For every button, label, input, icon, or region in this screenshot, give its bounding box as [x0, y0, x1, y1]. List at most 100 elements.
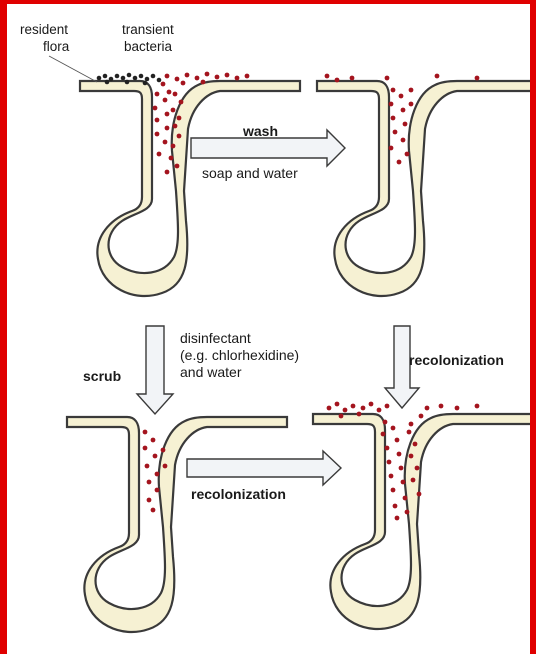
- resident-bacterium: [391, 488, 396, 493]
- resident-bacterium: [393, 504, 398, 509]
- resident-bacterium: [409, 102, 414, 107]
- resident-bacterium: [335, 402, 340, 407]
- resident-bacterium: [381, 432, 386, 437]
- skin-follicle: [80, 81, 300, 296]
- resident-bacterium: [403, 496, 408, 501]
- resident-bacterium: [389, 474, 394, 479]
- resident-bacterium: [175, 77, 180, 82]
- resident-bacterium: [165, 112, 170, 117]
- resident-bacterium: [350, 76, 355, 81]
- transient-bacterium: [115, 74, 120, 79]
- transient-bacterium: [127, 73, 132, 78]
- resident-bacterium: [475, 404, 480, 409]
- panel-recolonized: [313, 414, 533, 629]
- resident-bacterium: [175, 164, 180, 169]
- resident-bacterium: [143, 446, 148, 451]
- resident-bacterium: [425, 406, 430, 411]
- recolonization-right-arrow-icon: [187, 451, 341, 485]
- resident-bacterium: [385, 404, 390, 409]
- panel-after-scrub: [67, 417, 287, 632]
- resident-bacterium: [395, 438, 400, 443]
- resident-bacterium: [155, 132, 160, 137]
- resident-bacterium: [325, 74, 330, 79]
- resident-bacterium: [143, 430, 148, 435]
- transient-label-line1: transient: [122, 22, 174, 37]
- resident-bacterium: [235, 76, 240, 81]
- resident-pointer: [49, 56, 97, 82]
- resident-bacterium: [155, 118, 160, 123]
- resident-bacterium: [201, 80, 206, 85]
- resident-bacterium: [409, 454, 414, 459]
- resident-bacterium: [179, 100, 184, 105]
- scrub-down-arrow-icon: [137, 326, 173, 414]
- scrub-label: scrub: [83, 368, 121, 384]
- resident-bacterium: [145, 464, 150, 469]
- resident-bacterium: [391, 116, 396, 121]
- resident-bacterium: [177, 116, 182, 121]
- resident-bacterium: [177, 134, 182, 139]
- soap-and-water-label: soap and water: [202, 165, 298, 181]
- resident-bacterium: [407, 430, 412, 435]
- transient-label-line2: bacteria: [124, 39, 173, 54]
- skin-follicle: [313, 414, 533, 629]
- resident-bacterium: [385, 76, 390, 81]
- resident-bacterium: [399, 94, 404, 99]
- resident-bacterium: [151, 508, 156, 513]
- resident-bacterium: [181, 81, 186, 86]
- resident-bacterium: [377, 408, 382, 413]
- resident-bacterium: [409, 88, 414, 93]
- disinfectant-label-line3: and water: [180, 364, 242, 380]
- disinfectant-label-line2: (e.g. chlorhexidine): [180, 347, 299, 363]
- resident-bacterium: [419, 414, 424, 419]
- resident-bacterium: [401, 108, 406, 113]
- resident-bacterium: [369, 402, 374, 407]
- wash-label: wash: [242, 123, 278, 139]
- panel-original: [80, 81, 300, 296]
- transient-bacterium: [157, 78, 162, 83]
- resident-bacterium: [475, 76, 480, 81]
- resident-bacterium: [395, 516, 400, 521]
- resident-bacterium: [397, 452, 402, 457]
- resident-bacterium: [169, 156, 174, 161]
- resident-bacterium: [357, 412, 362, 417]
- resident-bacterium: [161, 448, 166, 453]
- resident-bacterium: [167, 90, 172, 95]
- resident-label-line1: resident: [20, 22, 68, 37]
- resident-bacterium: [155, 92, 160, 97]
- resident-bacterium: [147, 498, 152, 503]
- transient-bacterium: [143, 81, 148, 86]
- disinfectant-label-line1: disinfectant: [180, 330, 251, 346]
- resident-bacterium: [401, 480, 406, 485]
- resident-bacterium: [413, 442, 418, 447]
- transient-bacterium: [105, 80, 110, 85]
- resident-bacterium: [351, 404, 356, 409]
- resident-bacterium: [147, 480, 152, 485]
- resident-bacterium: [393, 130, 398, 135]
- resident-bacterium: [327, 406, 332, 411]
- resident-bacterium: [205, 72, 210, 77]
- resident-bacterium: [163, 140, 168, 145]
- resident-bacterium: [439, 404, 444, 409]
- resident-bacterium: [171, 108, 176, 113]
- panel-after-wash: [317, 81, 536, 296]
- resident-bacterium: [163, 98, 168, 103]
- resident-bacterium: [335, 78, 340, 83]
- resident-bacterium: [415, 466, 420, 471]
- resident-bacterium: [383, 420, 388, 425]
- transient-bacterium: [139, 74, 144, 79]
- transient-bacterium: [145, 77, 150, 82]
- resident-bacterium: [165, 74, 170, 79]
- resident-bacterium: [163, 464, 168, 469]
- resident-bacterium: [389, 102, 394, 107]
- resident-bacterium: [157, 152, 162, 157]
- resident-bacterium: [245, 74, 250, 79]
- resident-bacterium: [401, 138, 406, 143]
- resident-bacterium: [153, 454, 158, 459]
- resident-bacterium: [387, 460, 392, 465]
- resident-bacterium: [195, 76, 200, 81]
- hand-washing-diagram: resident flora transient bacteria wash s…: [7, 4, 536, 654]
- resident-bacterium: [411, 478, 416, 483]
- resident-bacterium: [171, 144, 176, 149]
- resident-bacterium: [173, 92, 178, 97]
- resident-bacterium: [225, 73, 230, 78]
